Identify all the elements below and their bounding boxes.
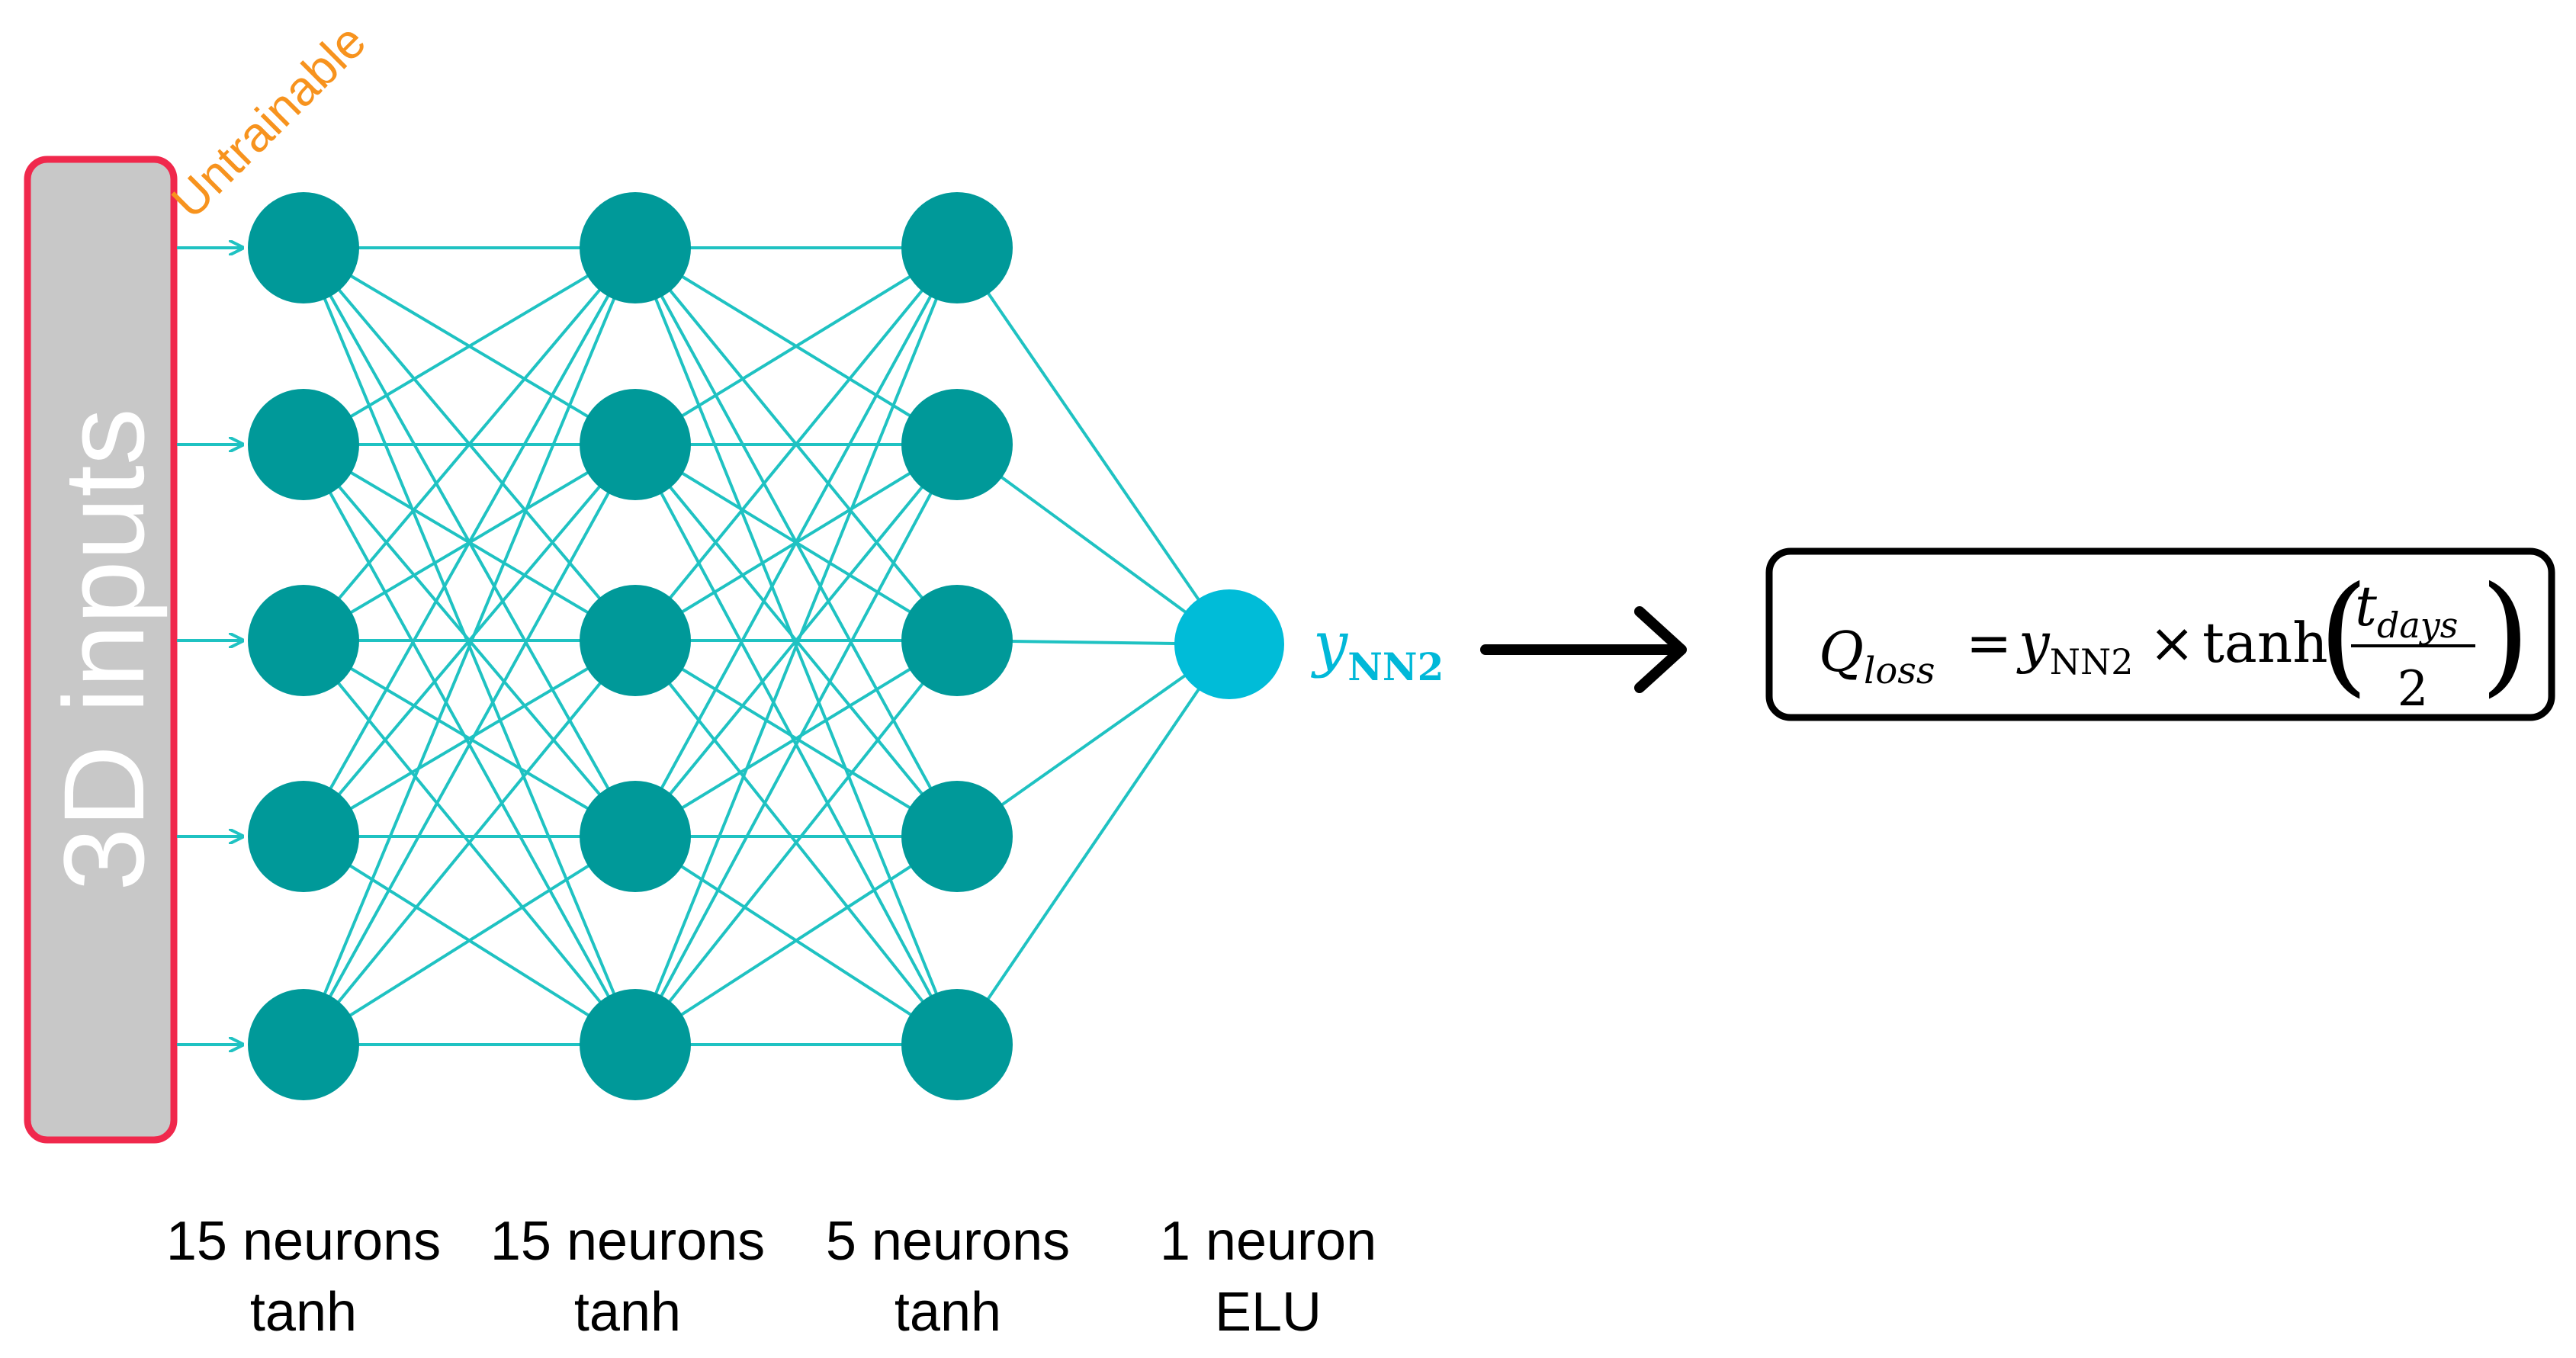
untrainable-label: Untrainable xyxy=(161,14,376,229)
connection-edge xyxy=(634,246,959,446)
connection-edge xyxy=(634,247,959,837)
connection-edge xyxy=(302,247,637,1045)
connection-edge xyxy=(956,643,1231,1046)
connection-edge xyxy=(956,246,1231,646)
neuron-layer-2 xyxy=(580,989,691,1100)
neuron-layer-1 xyxy=(248,389,359,500)
connection-edge xyxy=(634,639,959,1046)
connection-edge xyxy=(956,443,1231,646)
formula-func: tanh xyxy=(2202,611,2328,675)
formula-numerator: tdays xyxy=(2355,574,2458,646)
connection-edge xyxy=(302,639,637,838)
neuron-layer-1 xyxy=(248,192,359,303)
neuron-layer-3 xyxy=(901,389,1013,500)
connection-edges xyxy=(302,246,1231,1046)
formula-right-paren: ) xyxy=(2480,559,2530,710)
neuron-nodes xyxy=(248,192,1284,1100)
output-arrow xyxy=(1480,606,1687,693)
connection-edge xyxy=(302,835,637,1046)
layer-caption-size: 15 neurons xyxy=(166,1211,441,1272)
neuron-layer-2 xyxy=(580,781,691,892)
output-neuron xyxy=(1174,589,1284,699)
connection-edge xyxy=(302,639,637,1046)
layer-caption-size: 15 neurons xyxy=(490,1211,765,1272)
formula-times: × xyxy=(2149,611,2195,675)
connection-edge xyxy=(634,639,959,838)
input-arrows xyxy=(177,248,243,1045)
layer-captions: 15 neurons tanh 15 neurons tanh 5 neurons tan… xyxy=(166,1211,1376,1343)
layer-caption-activation: tanh xyxy=(574,1282,681,1343)
connection-edge xyxy=(302,444,637,1045)
formula-lhs: Qloss xyxy=(1819,620,1935,692)
connection-edge xyxy=(302,247,637,837)
neuron-layer-3 xyxy=(901,192,1013,303)
connection-edge xyxy=(302,246,637,642)
formula-y: yNN2 xyxy=(2016,611,2133,682)
connection-edge xyxy=(634,444,959,1045)
neuron-layer-3 xyxy=(901,781,1013,892)
connection-edge xyxy=(634,835,959,1046)
layer-caption-activation: tanh xyxy=(895,1282,1001,1343)
connection-edge xyxy=(634,443,959,838)
formula-box xyxy=(1765,547,2555,721)
formula-denominator: 2 xyxy=(2398,661,2429,718)
neuron-layer-2 xyxy=(580,585,691,696)
neuron-layer-1 xyxy=(248,989,359,1100)
neuron-layer-2 xyxy=(580,192,691,303)
formula-equals: = xyxy=(1966,611,2012,675)
neuron-layer-3 xyxy=(901,585,1013,696)
layer-caption-activation: tanh xyxy=(250,1282,357,1343)
neuron-layer-3 xyxy=(901,989,1013,1100)
neuron-layer-1 xyxy=(248,585,359,696)
layer-caption-activation: ELU xyxy=(1215,1282,1322,1343)
connection-edge xyxy=(634,247,959,1045)
loss-formula: Qloss = yNN2 × tanh ( tdays 2 ) xyxy=(1819,559,2530,718)
formula-left-paren: ( xyxy=(2318,559,2369,710)
output-symbol: yNN2 xyxy=(1311,608,1444,689)
connection-edge xyxy=(302,246,637,446)
input-block-label: 3D inputs xyxy=(40,408,168,891)
neuron-layer-1 xyxy=(248,781,359,892)
layer-caption-size: 5 neurons xyxy=(826,1211,1070,1272)
neuron-layer-2 xyxy=(580,389,691,500)
layer-caption-size: 1 neuron xyxy=(1160,1211,1376,1272)
input-block xyxy=(24,156,178,1144)
connection-edge xyxy=(302,443,637,838)
connection-edge xyxy=(634,246,959,642)
